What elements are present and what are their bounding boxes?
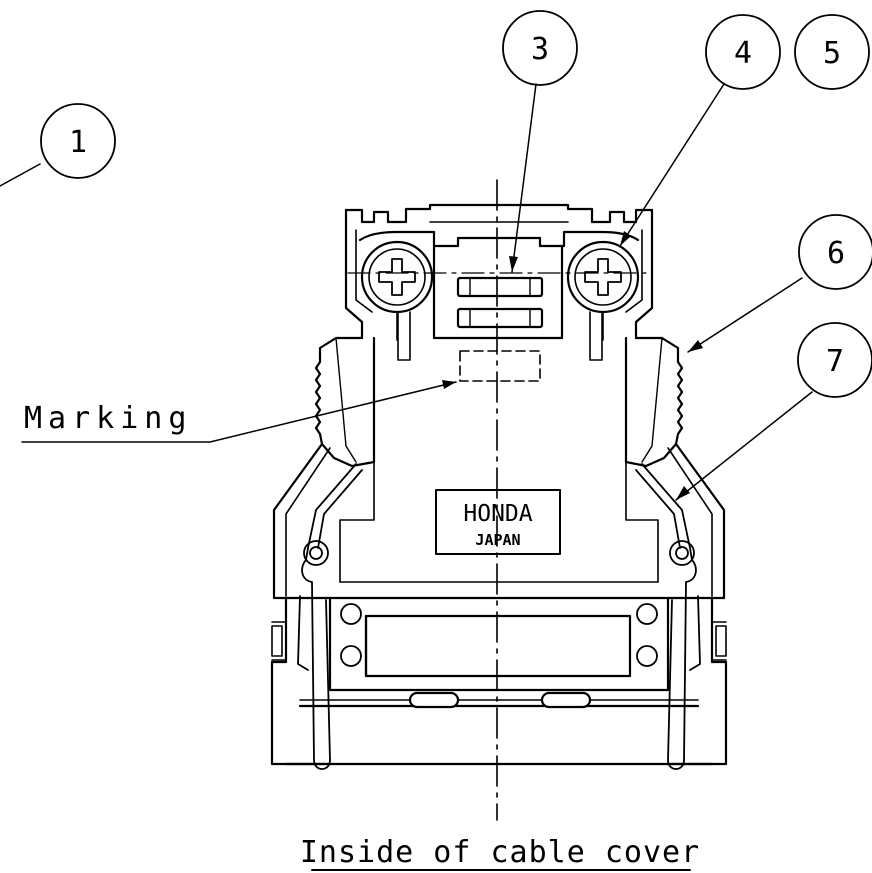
right-grip (624, 336, 684, 468)
caption: Inside of cable cover (300, 835, 700, 870)
right-spring-clip (635, 463, 701, 770)
nameplate (435, 489, 561, 555)
left-spring-clip (297, 463, 363, 770)
marking-area (459, 350, 541, 382)
callout-3-label: 3 (531, 32, 549, 67)
left-screw (360, 240, 434, 341)
callout-1: 1 (40, 103, 116, 179)
main-body (270, 442, 728, 766)
left-grip (314, 336, 376, 468)
center-slots (456, 276, 544, 329)
callout-4-label: 4 (734, 36, 752, 71)
marking-label: Marking (24, 401, 192, 436)
right-screw (566, 240, 640, 341)
callout-7: 7 (797, 322, 872, 398)
callout-3: 3 (502, 10, 578, 86)
callout-6-label: 6 (827, 236, 845, 271)
callout-7-label: 7 (826, 344, 844, 379)
arrowheads (442, 231, 703, 500)
leader-lines (0, 83, 813, 501)
nameplate-origin: JAPAN (475, 531, 520, 549)
callout-6: 6 (798, 214, 872, 290)
top-housing (344, 203, 654, 340)
callout-5-label: 5 (823, 36, 841, 71)
callout-4: 4 (705, 14, 781, 90)
connector-bay (340, 603, 658, 709)
nameplate-brand: HONDA (463, 501, 532, 527)
callout-1-label: 1 (69, 125, 87, 160)
callout-5: 5 (794, 14, 870, 90)
